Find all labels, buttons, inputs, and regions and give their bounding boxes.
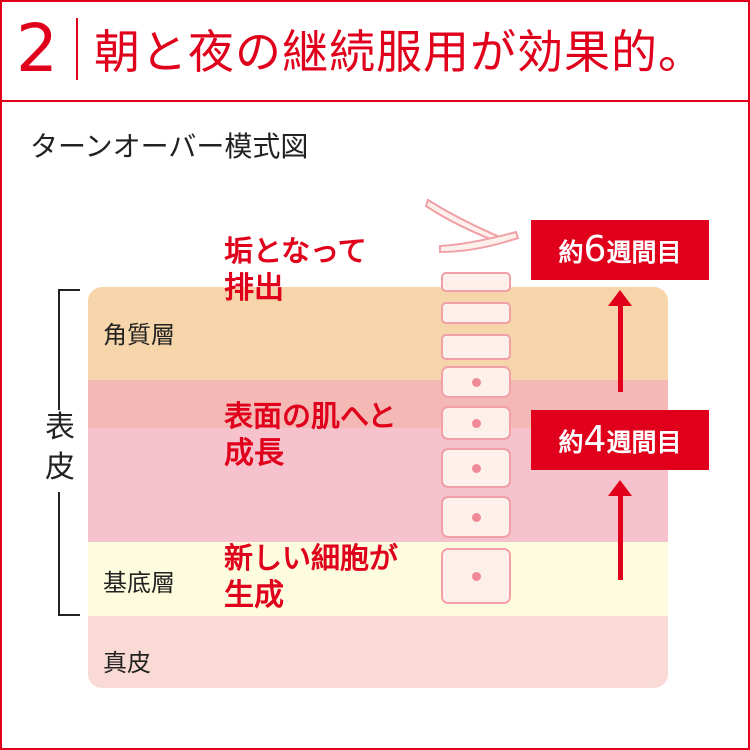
caption-new-cells: 新しい細胞が 生成 <box>224 540 398 614</box>
badge-four-suffix: 週間目 <box>606 428 682 457</box>
step-number: 2 <box>16 10 58 87</box>
header-underline <box>0 100 750 102</box>
caption-excreted-line1: 垢となって <box>224 234 367 268</box>
cell-1 <box>441 366 511 398</box>
cell-nucleus <box>471 418 481 428</box>
skin-layers <box>88 287 668 688</box>
badge-six-weeks: 約6週間目 <box>531 220 709 280</box>
basal-band <box>88 542 668 616</box>
cell-3 <box>441 448 511 488</box>
arrow-up-upper-head <box>608 290 632 306</box>
cell-nucleus <box>471 463 481 473</box>
diagram-title: ターンオーバー模式図 <box>30 130 309 163</box>
badge-four-weeks: 約4週間目 <box>531 410 709 470</box>
caption-new-cells-line1: 新しい細胞が <box>224 541 399 575</box>
badge-six-number: 6 <box>583 229 607 270</box>
cell-flat-1 <box>441 272 511 292</box>
cell-2 <box>441 406 511 440</box>
cell-nucleus <box>471 571 481 581</box>
badge-four-number: 4 <box>583 419 607 460</box>
cell-4 <box>441 496 511 538</box>
flake-upper <box>424 198 504 244</box>
epidermis-label: 表皮 <box>45 410 75 485</box>
caption-grow-line1: 表面の肌へと <box>224 399 397 433</box>
cell-nucleus <box>471 512 481 522</box>
cell-nucleus <box>471 377 481 387</box>
arrow-up-lower-head <box>608 480 632 496</box>
flake-lower <box>439 230 520 254</box>
cell-flat-2 <box>441 302 511 324</box>
caption-excreted: 垢となって 排出 <box>224 233 367 307</box>
badge-four-prefix: 約 <box>558 428 584 457</box>
stratum-corneum-band <box>88 287 668 380</box>
badge-six-suffix: 週間目 <box>606 238 682 267</box>
bracket-gap <box>50 410 70 492</box>
page-title: 朝と夜の継続服用が効果的。 <box>94 25 705 79</box>
dermis-band <box>88 616 668 688</box>
dermis-label: 真皮 <box>103 649 151 677</box>
arrow-up-upper-shaft <box>618 304 623 392</box>
caption-excreted-line2: 排出 <box>224 271 284 306</box>
shedding-flakes <box>424 198 520 254</box>
caption-grow: 表面の肌へと 成長 <box>224 398 397 472</box>
header-divider <box>76 18 78 80</box>
arrow-up-lower-shaft <box>618 494 623 580</box>
cell-flat-3 <box>441 334 511 360</box>
stratum-corneum-label: 角質層 <box>103 321 175 349</box>
basal-layer-label: 基底層 <box>103 569 175 597</box>
caption-new-cells-line2: 生成 <box>224 578 284 613</box>
badge-six-prefix: 約 <box>558 238 584 267</box>
caption-grow-line2: 成長 <box>224 436 284 471</box>
cell-5 <box>441 548 511 604</box>
